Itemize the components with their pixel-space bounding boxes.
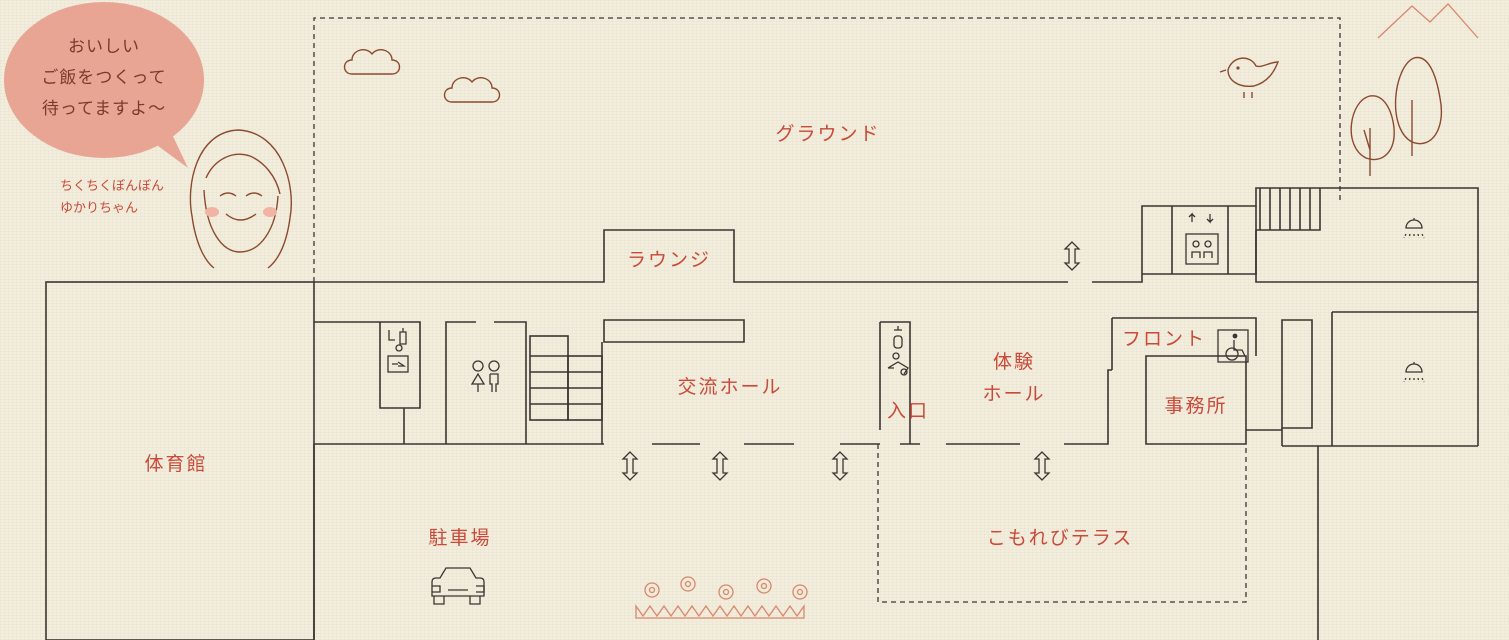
label-exchange-hall: 交流ホール	[677, 376, 782, 398]
tree-icon	[1394, 56, 1442, 156]
door-arrow-icon	[621, 241, 1081, 481]
shower-icon	[1403, 362, 1425, 383]
cloud-icon	[443, 77, 501, 103]
car-icon	[431, 567, 485, 605]
door-arrow-icon	[1033, 451, 1051, 481]
flower-center	[760, 582, 768, 590]
flower-center	[796, 588, 804, 596]
bird-icon	[1219, 57, 1280, 98]
baby-care-icon	[887, 326, 909, 376]
building-top-wall	[314, 229, 1068, 283]
character-caption-1: ちくちくぼんぼん	[60, 179, 164, 194]
bubble-line-1: おいしい	[68, 37, 140, 57]
label-ground: グラウンド	[775, 123, 880, 145]
cloud-icon	[343, 49, 401, 75]
character-caption-2: ゆかりちゃん	[60, 201, 138, 216]
front-desk-area	[1111, 317, 1247, 445]
elevator-icon	[1185, 212, 1219, 265]
bubble-line-3: 待ってますよ〜	[42, 99, 166, 119]
door-arrow-icon	[1063, 241, 1081, 271]
character-portrait	[189, 129, 292, 269]
bubble-line-2: ご飯をつくって	[41, 68, 166, 88]
flower-icon	[756, 578, 772, 594]
flower-icon	[635, 576, 808, 619]
restroom-icon	[470, 360, 500, 392]
label-entrance: 入口	[887, 400, 929, 422]
door-arrow-icon	[621, 451, 639, 481]
tree-icon	[1350, 95, 1395, 176]
label-gym: 体育館	[144, 453, 207, 475]
kitchen-room	[314, 321, 421, 444]
kitchen-icon	[387, 328, 409, 373]
flower-center	[684, 580, 692, 588]
ground-outline	[313, 17, 1341, 282]
mountain-icon	[1377, 3, 1479, 39]
stairs-upper	[1259, 188, 1311, 230]
restroom-room	[445, 321, 527, 444]
label-terrace: こもれびテラス	[987, 527, 1134, 549]
door-arrow-icon	[711, 451, 729, 481]
right-rooms	[1281, 319, 1313, 429]
flower-icon	[644, 582, 660, 598]
flower-icon	[680, 576, 696, 592]
label-parking: 駐車場	[428, 527, 491, 549]
stairs	[529, 319, 745, 444]
door-arrow-icon	[831, 451, 849, 481]
building-top-wall-2	[1092, 187, 1479, 446]
label-experience-hall-1: 体験	[993, 351, 1035, 373]
label-front: フロント	[1122, 328, 1206, 350]
speech-bubble: おいしい ご飯をつくって 待ってますよ〜	[4, 2, 204, 168]
shower-icon	[1403, 218, 1425, 239]
flower-icon	[718, 584, 734, 600]
terrace-outline	[877, 444, 1247, 603]
flower-icon	[792, 584, 808, 600]
wheelchair-icon	[1217, 329, 1249, 363]
flower-center	[722, 588, 730, 596]
flower-center	[648, 586, 656, 594]
entrance-booth	[879, 321, 911, 444]
label-experience-hall-2: ホール	[982, 383, 1045, 405]
label-office: 事務所	[1164, 395, 1227, 417]
label-lounge: ラウンジ	[627, 249, 711, 271]
